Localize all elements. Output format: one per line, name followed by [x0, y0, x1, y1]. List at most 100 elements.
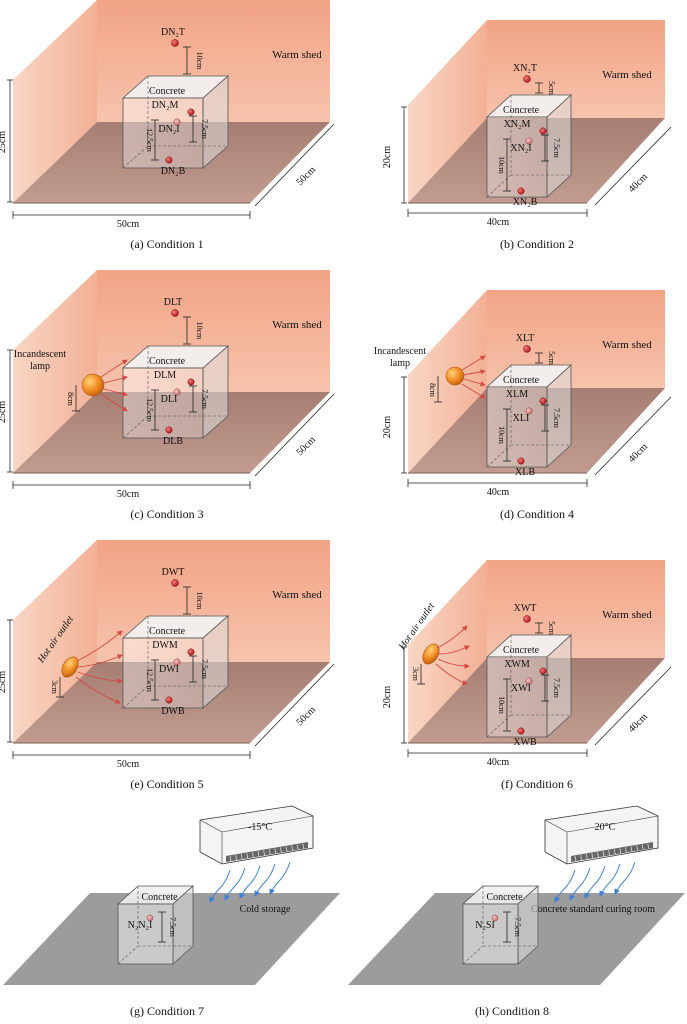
sensor-top [171, 39, 179, 47]
lamp-label-line2: lamp [30, 361, 50, 372]
sensor-top-label: DLT [164, 297, 183, 308]
sensor-top-label: DN₂T [161, 27, 185, 38]
back-wall [487, 20, 665, 118]
sensor-bottom [517, 727, 525, 735]
sensor-bottom [517, 457, 525, 465]
top-offset-label: 10cm [195, 52, 204, 71]
width-dimension-label: 50cm [117, 219, 139, 230]
room-label: Concrete standard curing room [531, 904, 655, 915]
depth-dimension-line [594, 666, 672, 746]
left-wall [13, 540, 97, 743]
sensor-middle [187, 648, 195, 656]
concrete-box-front [462, 903, 519, 965]
sensor-bottom-label: XN₂B [513, 197, 538, 208]
sensor-inner [173, 658, 181, 666]
hot-air-arrow-3 [75, 676, 121, 704]
sensor-inner-label: DN₂I [158, 124, 179, 135]
concrete-label: Concrete [149, 356, 186, 367]
height-dimension-label: 25cm [0, 401, 8, 423]
panel-caption: (c) Condition 3 [130, 507, 203, 521]
cold-air-arrow-2 [239, 865, 261, 899]
concrete-box-front [486, 116, 548, 198]
lamp-height-label: 8cm [66, 392, 75, 407]
hot-air-outlet-icon [422, 643, 440, 665]
half-height-label: 10cm [497, 156, 506, 175]
depth-dimension-line [254, 123, 335, 207]
half-height-label: 12.5cm [145, 668, 154, 693]
sensor-middle-label: DN₂M [152, 100, 179, 111]
concrete-label: Concrete [149, 626, 186, 637]
top-offset-label: 10cm [195, 592, 204, 611]
hot-air-arrow-2 [77, 671, 123, 684]
half-height-label: 10cm [497, 426, 506, 445]
depth-dimension-line [254, 393, 335, 477]
concrete-label: Concrete [486, 892, 523, 903]
ac-vent-slat [630, 846, 633, 852]
heat-ray-arrow-1 [463, 369, 486, 376]
ac-vent-slat [580, 854, 582, 861]
sensor-bottom [165, 156, 173, 164]
sensor-middle [539, 127, 547, 135]
depth-dimension-label: 50cm [294, 704, 318, 728]
sensor-inner-label: XLI [513, 413, 530, 424]
lamp-label-line1: Incandescent [374, 346, 426, 357]
lamp-label-line2: lamp [390, 358, 410, 369]
sensor-bottom-label: DLB [163, 436, 183, 447]
sensor-bottom-label: DWB [161, 706, 185, 717]
depth-dimension-label: 40cm [626, 171, 650, 195]
left-wall [13, 0, 97, 203]
warm-shed-label: Warm shed [602, 339, 652, 351]
width-dimension-label: 50cm [117, 489, 139, 500]
depth-dimension-label: 40cm [626, 441, 650, 465]
hot-air-arrow-1 [437, 645, 470, 655]
cold-air-arrow-3 [254, 863, 276, 897]
width-dimension-label: 40cm [487, 487, 509, 498]
ac-vent-slat [302, 843, 305, 849]
outlet-height-label: 3cm [50, 680, 59, 695]
sensor-inner-label: XWI [511, 683, 531, 694]
depth-dimension-line [594, 396, 672, 476]
ac-edge [544, 819, 568, 833]
ac-vent-slat [597, 852, 599, 858]
heat-ray-arrow-2 [103, 388, 128, 397]
sensor-middle [187, 108, 195, 116]
ac-vent-slat [291, 845, 293, 851]
panel-caption: (e) Condition 5 [130, 777, 203, 791]
sensor-bottom [165, 696, 173, 704]
top-offset-label: 5cm [547, 351, 556, 366]
sensor-bottom [517, 187, 525, 195]
sensor-top-label: DWT [162, 567, 185, 578]
heat-ray-arrow-2 [463, 378, 486, 387]
heat-ray-arrow-1 [103, 375, 128, 384]
ac-vent-slat [585, 854, 588, 860]
ac-vent-slat [619, 848, 622, 854]
left-wall [408, 560, 487, 743]
sensor-top [523, 615, 531, 623]
ac-vent-slat [613, 849, 616, 855]
top-offset-label: 10cm [195, 322, 204, 341]
ac-vent [226, 842, 308, 862]
sensor-top [171, 309, 179, 317]
sensor-top [523, 345, 531, 353]
sensor-top-label: XLT [516, 333, 535, 344]
heat-ray-arrow-0 [100, 359, 128, 378]
concrete-box-hidden-edge [122, 685, 149, 709]
height-dimension-label: 20cm [382, 416, 393, 438]
sensor-inner [146, 914, 154, 922]
ac-temperature-label: 20°C [595, 822, 616, 833]
left-wall [408, 290, 487, 473]
ac-temperature-label: -15°C [248, 822, 272, 833]
ac-vent-slat [235, 854, 237, 861]
depth-dimension-label: 40cm [626, 711, 650, 735]
warm-shed-label: Warm shed [602, 69, 652, 81]
back-wall [487, 290, 665, 388]
sensor-middle [539, 397, 547, 405]
sensor-middle-label: XLM [506, 389, 528, 400]
cold-air-arrow-1 [569, 867, 591, 901]
sensor-inner [173, 388, 181, 396]
